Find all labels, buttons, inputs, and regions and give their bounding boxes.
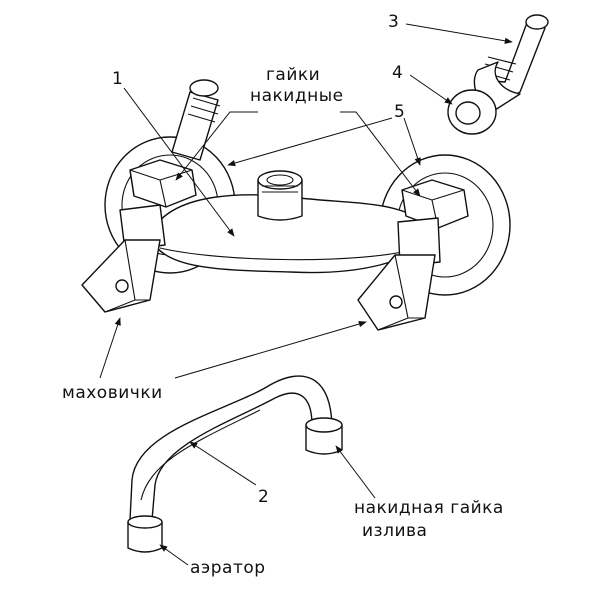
callout-3: 3 (388, 12, 399, 32)
callout-1: 1 (112, 69, 123, 89)
leader-lines (99, 23, 513, 566)
gasket-ring (447, 89, 497, 135)
callout-4: 4 (392, 63, 403, 83)
label-handwheels: маховички (62, 383, 163, 403)
callout-numbers: 1 2 3 4 5 (112, 12, 405, 507)
left-handwheel (81, 204, 166, 313)
callout-2: 2 (258, 487, 269, 507)
label-spout-nut-line2: излива (362, 521, 427, 541)
spout-nut (305, 417, 343, 455)
top-outlet (257, 170, 303, 221)
right-handwheel (357, 217, 441, 331)
label-nuts-line1: гайки (266, 65, 320, 85)
callout-5: 5 (394, 102, 405, 122)
label-nuts-line2: накидные (250, 86, 344, 106)
label-aerator: аэратор (190, 558, 266, 578)
aerator (127, 515, 163, 553)
label-spout-nut-line1: накидная гайка (354, 498, 504, 518)
left-eccentric-pipe (171, 79, 221, 161)
